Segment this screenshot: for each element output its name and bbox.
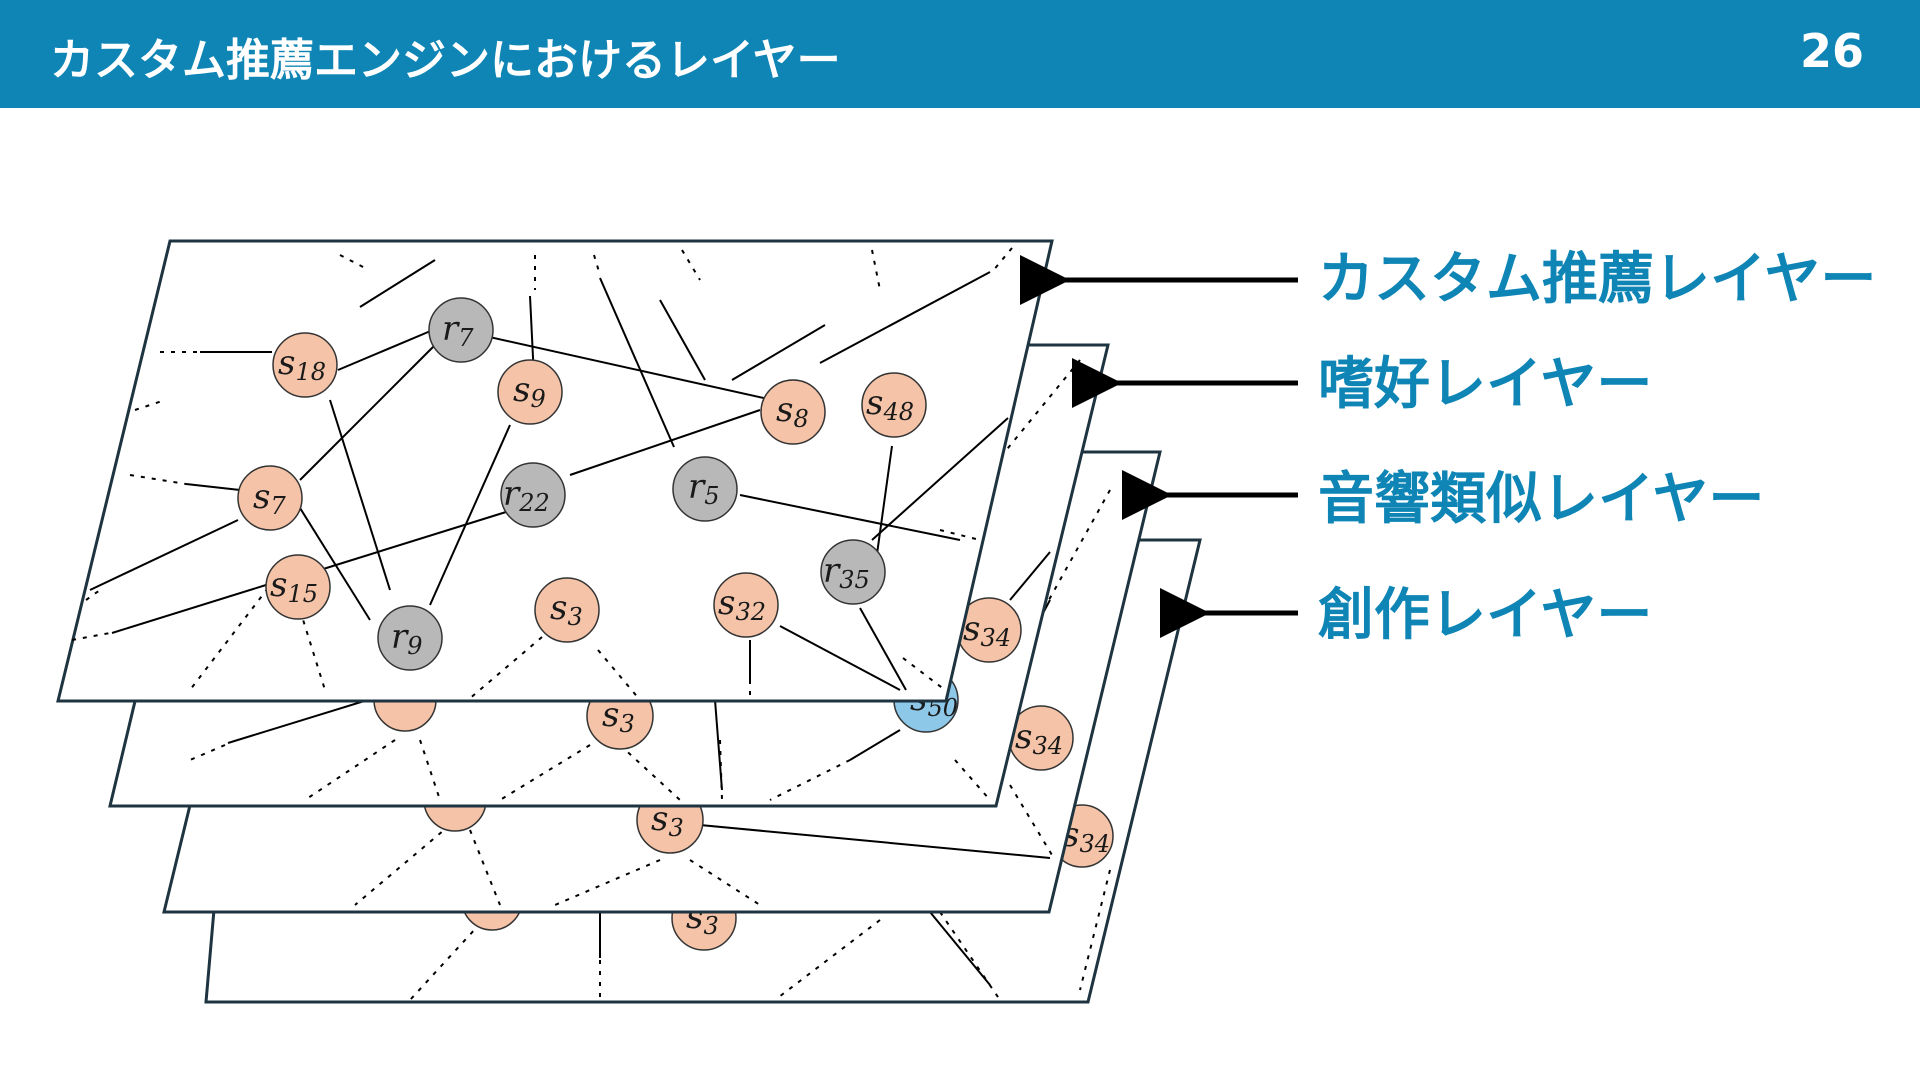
- node-label-r22: r22: [503, 474, 550, 517]
- node-label-s18: s18: [278, 343, 326, 386]
- node-label-r7: r7: [442, 309, 474, 352]
- layer-diagram: s34 s3 s3: [56, 239, 1876, 1004]
- label-acoustic-layer: 音響類似レイヤー: [1318, 467, 1764, 532]
- node-label-s15: s15: [270, 565, 318, 608]
- node-r7: r7: [428, 297, 494, 363]
- node-s34b: s34: [1008, 705, 1074, 771]
- layer-custom-recommend-nodes: r7 s18 s9 s8 s48 s7: [237, 297, 927, 671]
- node-label-r35: r35: [823, 551, 870, 594]
- layer-arrows: [1020, 255, 1298, 638]
- node-r35: r35: [820, 539, 886, 605]
- label-creation-layer: 創作レイヤー: [1318, 583, 1652, 648]
- node-s18: s18: [272, 332, 338, 398]
- page-number: 26: [1799, 24, 1864, 78]
- node-label-s3a: s3: [602, 695, 635, 738]
- node-r9: r9: [377, 605, 443, 671]
- node-label-s3b: s3: [651, 799, 684, 842]
- node-label-s8: s8: [776, 390, 809, 433]
- node-label-s3: s3: [550, 588, 583, 631]
- node-s3: s3: [534, 577, 600, 643]
- layer-labels: カスタム推薦レイヤー 嗜好レイヤー 音響類似レイヤー 創作レイヤー: [1318, 247, 1876, 648]
- label-custom-recommend-layer: カスタム推薦レイヤー: [1318, 247, 1876, 312]
- node-r5: r5: [672, 456, 738, 522]
- node-label-s34a: s34: [963, 609, 1011, 652]
- node-label-s48: s48: [866, 383, 914, 426]
- node-label-r5: r5: [688, 467, 720, 510]
- node-s34a: s34: [956, 597, 1022, 663]
- header-bar: カスタム推薦エンジンにおけるレイヤー 26: [0, 0, 1920, 108]
- node-r22: r22: [500, 462, 566, 528]
- node-label-s32: s32: [718, 583, 766, 626]
- node-label-r9: r9: [391, 617, 423, 660]
- node-s32: s32: [713, 572, 779, 638]
- node-s48: s48: [861, 372, 927, 438]
- label-preference-layer: 嗜好レイヤー: [1318, 352, 1652, 417]
- node-s8: s8: [760, 379, 826, 445]
- node-label-s9: s9: [513, 370, 546, 413]
- node-s9: s9: [497, 359, 563, 425]
- node-label-s34b: s34: [1015, 717, 1063, 760]
- node-label-s7: s7: [253, 477, 286, 520]
- page-title: カスタム推薦エンジンにおけるレイヤー: [50, 35, 841, 86]
- node-s15: s15: [265, 554, 331, 620]
- node-s7: s7: [237, 465, 303, 531]
